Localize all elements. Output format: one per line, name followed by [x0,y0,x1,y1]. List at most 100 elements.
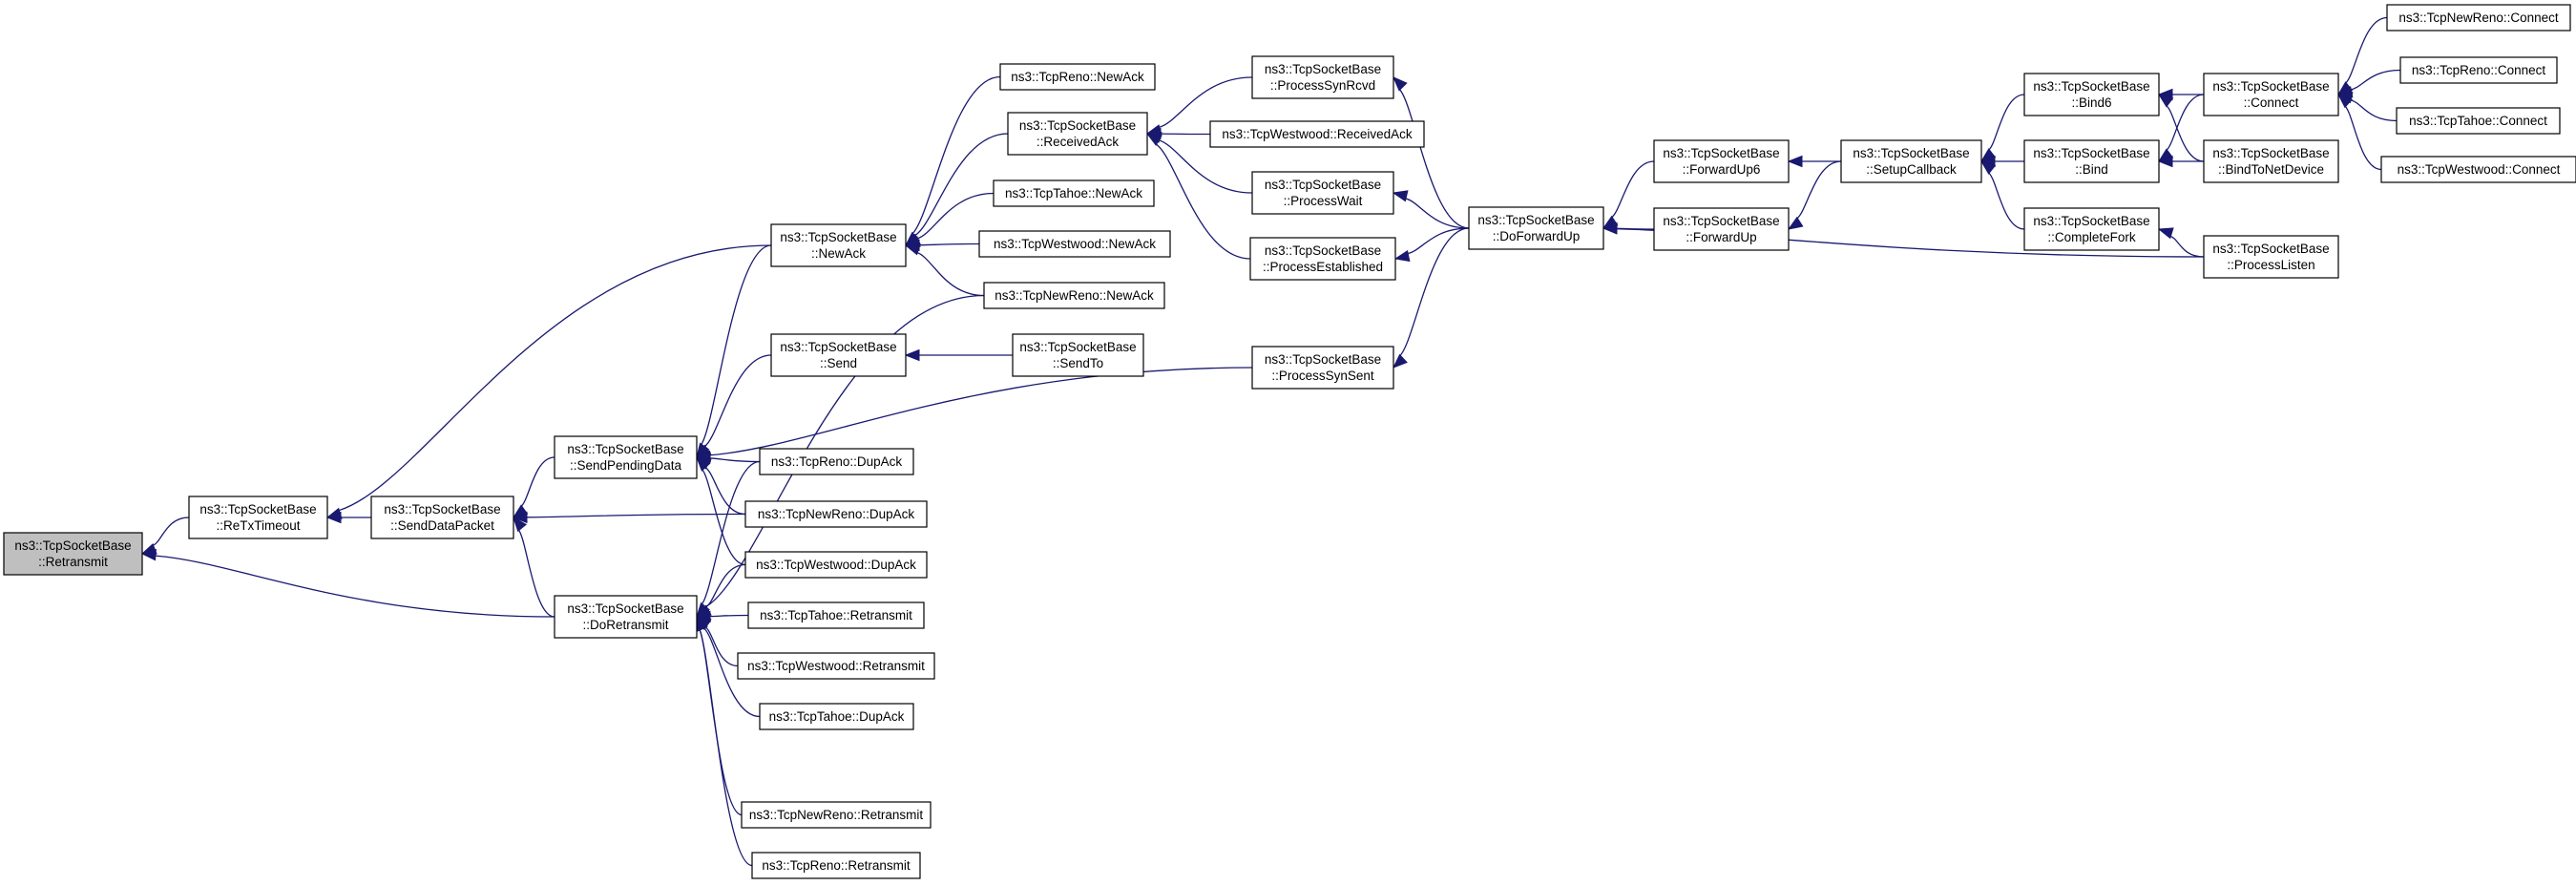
edge-reno_dupack-to-sendpendingdata [709,457,761,463]
node-label: ns3::TcpSocketBase [199,502,316,517]
node-label: ::SendPendingData [570,458,682,473]
node-sendto[interactable]: ns3::TcpSocketBase::SendTo [1012,333,1144,377]
node-label: ns3::TcpSocketBase [2033,79,2149,94]
node-label: ::NewAck [811,246,866,261]
node-box [737,652,935,680]
node-label: ::DoForwardUp [1493,229,1581,243]
node-box [999,63,1156,91]
node-label: ns3::TcpSocketBase [1477,213,1594,227]
node-box [1468,206,1604,250]
node-label: ns3::TcpTahoe::Retransmit [760,608,912,622]
node-label: ns3::TcpWestwood::Connect [2398,162,2561,177]
edge-westwood_newack-to-newack [918,243,980,246]
edge-reno_dupack-to-doretransmit [701,460,761,605]
node-label: ns3::TcpSocketBase [2033,214,2149,228]
arrowhead-doforwardup-to-processwait [1392,190,1409,202]
arrowhead-doforwardup-to-processsynrcvd [1393,76,1408,92]
edge-newreno_dupack-to-sendpendingdata [704,467,746,516]
node-setupcallback[interactable]: ns3::TcpSocketBase::SetupCallback [1840,139,1982,183]
edge-processlisten-to-completefork [2169,235,2205,258]
node-newreno_dupack[interactable]: ns3::TcpNewReno::DupAck [744,500,928,528]
node-westwood_dupack[interactable]: ns3::TcpWestwood::DupAck [744,551,928,579]
node-reno_newack[interactable]: ns3::TcpReno::NewAck [999,63,1156,91]
node-sendpendingdata[interactable]: ns3::TcpSocketBase::SendPendingData [554,435,698,479]
node-label: ns3::TcpNewReno::Connect [2398,11,2559,25]
arrowhead-doretransmit-to-senddatapacket [513,516,528,533]
edge-sendpendingdata-to-senddatapacket [520,456,555,507]
node-box [2023,207,2160,251]
node-label: ns3::TcpNewReno::DupAck [758,507,915,521]
arrowhead-westwood_connect-to-connect [2336,94,2354,109]
node-westwood_connect[interactable]: ns3::TcpWestwood::Connect [2380,156,2576,183]
edge-newack-to-sendpendingdata [701,244,772,446]
arrowhead-processlisten-to-completefork [2157,227,2174,240]
node-newreno_newack[interactable]: ns3::TcpNewReno::NewAck [983,282,1165,309]
node-label: ns3::TcpSocketBase [1265,178,1381,192]
node-reno_dupack[interactable]: ns3::TcpReno::DupAck [759,448,914,475]
node-doretransmit[interactable]: ns3::TcpSocketBase::DoRetransmit [554,595,698,639]
node-label: ns3::TcpSocketBase [1019,340,1136,354]
node-connect[interactable]: ns3::TcpSocketBase::Connect [2203,73,2339,116]
node-tahoe_connect[interactable]: ns3::TcpTahoe::Connect [2396,107,2561,135]
node-label: ns3::TcpSocketBase [384,502,500,517]
node-box [978,230,1171,258]
node-processlisten[interactable]: ns3::TcpSocketBase::ProcessListen [2203,235,2339,279]
node-westwood_receivedack[interactable]: ns3::TcpWestwood::ReceivedAck [1209,120,1425,148]
edge-doforwardup-to-processsynsent [1399,227,1470,357]
node-label: ns3::TcpWestwood::ReceivedAck [1222,127,1413,141]
node-box [554,435,698,479]
edge-reno_connect-to-connect [2350,69,2401,91]
node-box [2203,73,2339,116]
arrowhead-newreno_newack-to-newack [904,243,921,256]
node-send[interactable]: ns3::TcpSocketBase::Send [770,333,907,377]
node-bind[interactable]: ns3::TcpSocketBase::Bind [2023,139,2160,183]
node-receivedack[interactable]: ns3::TcpSocketBase::ReceivedAck [1007,112,1148,156]
edge-processestablished-to-receivedack [1155,143,1251,260]
node-processsynrcvd[interactable]: ns3::TcpSocketBase::ProcessSynRcvd [1251,55,1394,99]
node-label: ns3::TcpSocketBase [14,538,131,553]
node-reno_retransmit[interactable]: ns3::TcpReno::Retransmit [751,852,921,879]
node-label: ::Bind6 [2071,95,2111,110]
node-layer: ns3::TcpSocketBase::Retransmitns3::TcpSo… [3,4,2576,879]
node-label: ns3::TcpReno::DupAck [771,454,903,469]
node-label: ::Bind [2075,162,2108,177]
node-forwardup6[interactable]: ns3::TcpSocketBase::ForwardUp6 [1653,139,1790,183]
node-bind6[interactable]: ns3::TcpSocketBase::Bind6 [2023,73,2160,116]
node-tahoe_retransmit[interactable]: ns3::TcpTahoe::Retransmit [747,601,925,629]
node-box [993,179,1155,207]
node-box [1251,55,1394,99]
node-tahoe_dupack[interactable]: ns3::TcpTahoe::DupAck [759,703,914,730]
node-doforwardup[interactable]: ns3::TcpSocketBase::DoForwardUp [1468,206,1604,250]
node-label: ::ReTxTimeout [216,518,300,533]
node-bindtonetdevice[interactable]: ns3::TcpSocketBase::BindToNetDevice [2203,139,2339,183]
node-newreno_connect[interactable]: ns3::TcpNewReno::Connect [2386,4,2571,32]
node-newack[interactable]: ns3::TcpSocketBase::NewAck [770,223,907,267]
node-forwardup[interactable]: ns3::TcpSocketBase::ForwardUp [1653,207,1790,251]
node-processsynsent[interactable]: ns3::TcpSocketBase::ProcessSynSent [1251,346,1394,390]
node-westwood_newack[interactable]: ns3::TcpWestwood::NewAck [978,230,1171,258]
node-label: ns3::TcpSocketBase [1853,146,1969,160]
arrowhead-newreno_dupack-to-senddatapacket [512,511,528,524]
edge-receivedack-to-newack [914,133,1009,237]
node-label: ns3::TcpSocketBase [2212,242,2329,256]
node-reno_connect[interactable]: ns3::TcpReno::Connect [2399,56,2558,84]
edge-bind6-to-setupcallback [1988,94,2025,151]
edge-tahoe_connect-to-connect [2350,99,2398,122]
node-westwood_retransmit[interactable]: ns3::TcpWestwood::Retransmit [737,652,935,680]
arrowhead-newack-to-retxtimeout [325,507,343,519]
node-box [2203,139,2339,183]
node-label: ns3::TcpSocketBase [1663,146,1779,160]
node-senddatapacket[interactable]: ns3::TcpSocketBase::SendDataPacket [370,496,514,539]
node-newreno_retransmit[interactable]: ns3::TcpNewReno::Retransmit [741,801,932,829]
arrowhead-doforwardup-to-processsynsent [1392,353,1408,369]
node-label: ns3::TcpSocketBase [1663,214,1779,228]
node-retxtimeout[interactable]: ns3::TcpSocketBase::ReTxTimeout [188,496,328,539]
node-processwait[interactable]: ns3::TcpSocketBase::ProcessWait [1251,171,1394,215]
node-tahoe_newack[interactable]: ns3::TcpTahoe::NewAck [993,179,1155,207]
node-label: ns3::TcpReno::Retransmit [762,858,911,873]
node-box [983,282,1165,309]
node-processestablished[interactable]: ns3::TcpSocketBase::ProcessEstablished [1249,237,1396,281]
node-completefork[interactable]: ns3::TcpSocketBase::CompleteFork [2023,207,2160,251]
node-box [759,703,914,730]
node-label: ns3::TcpTahoe::NewAck [1005,186,1142,200]
